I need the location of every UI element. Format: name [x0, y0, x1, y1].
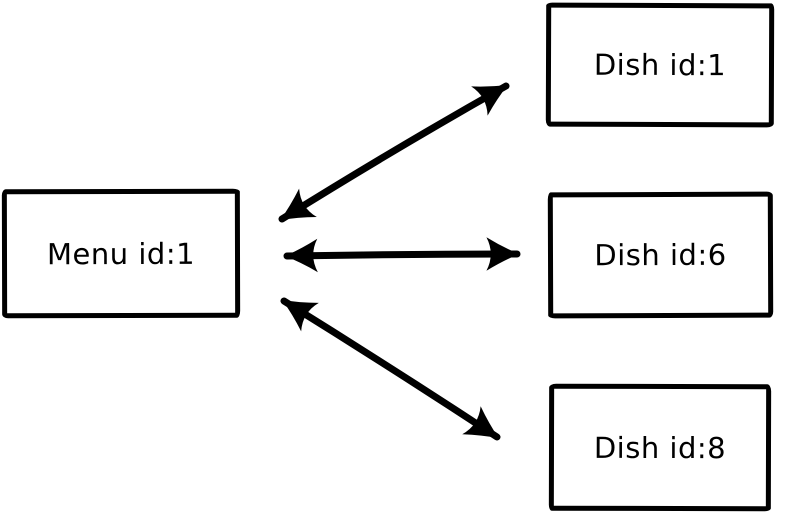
edge-menu1-dish8-double-arrow-icon: [280, 297, 501, 441]
node-menu-1: Menu id:1: [1, 188, 241, 319]
node-dish-1-label: Dish id:1: [593, 47, 727, 83]
node-dish-8: Dish id:8: [548, 383, 772, 512]
node-dish-6-label: Dish id:6: [594, 237, 727, 273]
edge-menu1-dish6-double-arrow-icon: [283, 237, 521, 273]
node-dish-8-label: Dish id:8: [593, 430, 727, 465]
edge-menu1-dish1-double-arrow-icon: [278, 82, 510, 223]
node-menu-1-label: Menu id:1: [46, 236, 196, 271]
node-dish-1: Dish id:1: [545, 2, 775, 128]
node-dish-6: Dish id:6: [547, 191, 774, 319]
